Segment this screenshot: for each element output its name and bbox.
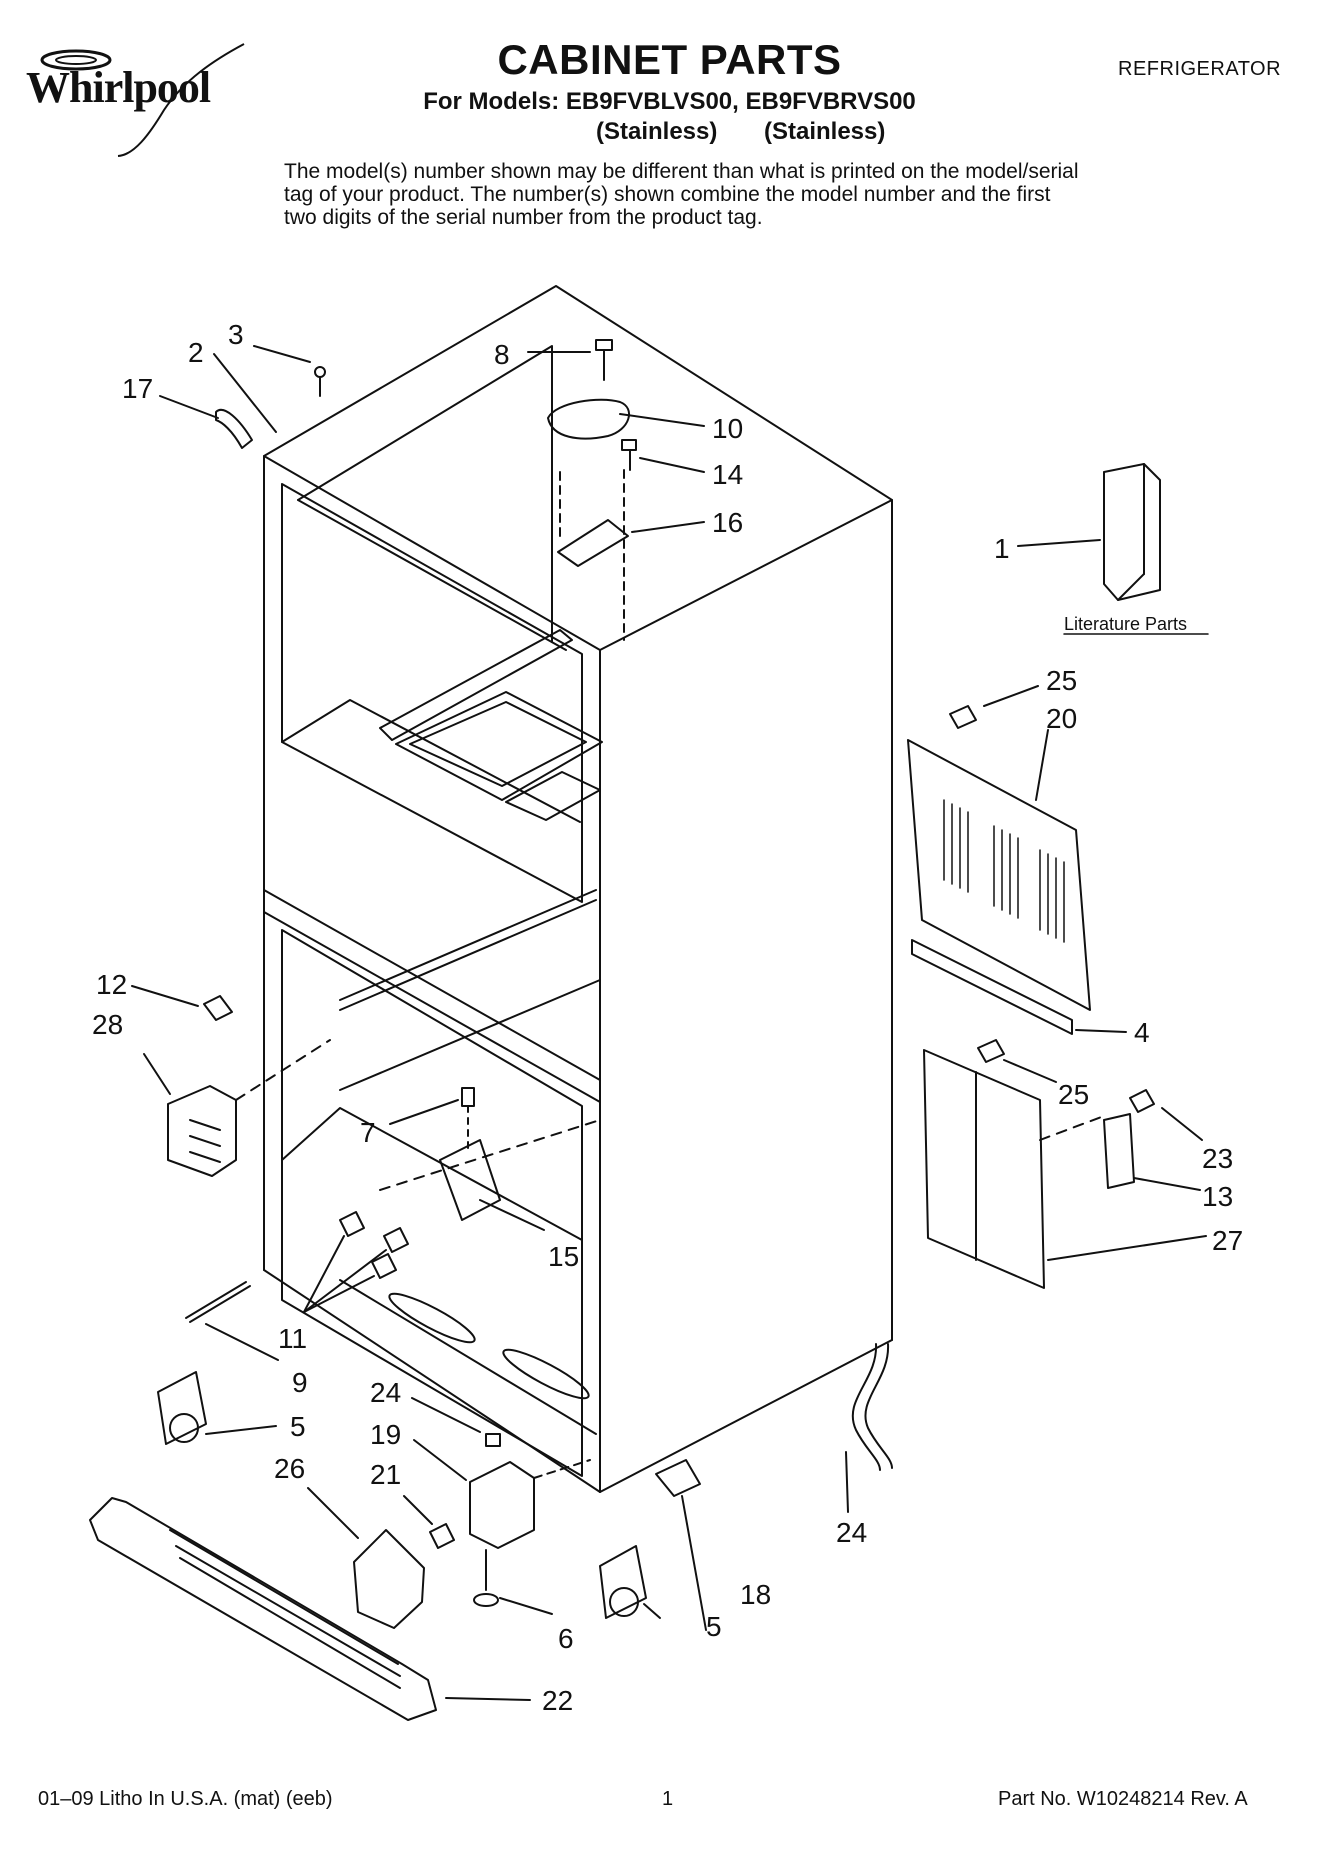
callout-15: 15 — [548, 1241, 579, 1272]
brand-logo — [14, 40, 264, 160]
callout-24-tube: 24 — [836, 1517, 867, 1548]
page-number: 1 — [662, 1788, 674, 1810]
callout-27: 27 — [1212, 1225, 1243, 1256]
callout-9: 8 — [494, 339, 510, 370]
callout-14: 14 — [712, 459, 743, 490]
callout-21: 20 — [1046, 703, 1077, 734]
disclaimer-text: The model(s) number shown may be differe… — [284, 160, 1079, 229]
cabinet-illustration — [89, 285, 1161, 1721]
literature-parts-label: Literature Parts — [1064, 614, 1187, 634]
callout-8: 9 — [292, 1367, 308, 1398]
finish-label-2: (Stainless) — [764, 118, 886, 145]
callout-4: 4 — [1134, 1017, 1150, 1048]
callout-22: 22 — [542, 1685, 573, 1716]
callout-20: 21 — [370, 1459, 401, 1490]
callout-16: 16 — [712, 507, 743, 538]
callout-leaders — [131, 345, 1207, 1701]
part-number: Part No. W10248214 Rev. A — [998, 1788, 1248, 1810]
print-info: 01–09 Litho In U.S.A. (mat) (eeb) — [38, 1788, 333, 1810]
brand-wordmark: Whirlpool — [26, 63, 211, 112]
callout-6: 6 — [558, 1623, 574, 1654]
callout-26: 26 — [274, 1453, 305, 1484]
callout-12: 12 — [96, 969, 127, 1000]
callout-3: 3 — [228, 319, 244, 350]
callout-5-right: 5 — [706, 1611, 722, 1642]
page-title: CABINET PARTS — [497, 36, 842, 83]
callout-1: 1 — [994, 533, 1010, 564]
callout-11: 11 — [278, 1323, 307, 1354]
callout-2: 2 — [188, 337, 204, 368]
callout-18: 18 — [740, 1579, 771, 1610]
callout-7: 7 — [360, 1117, 376, 1148]
callout-17: 17 — [122, 373, 153, 404]
callout-28: 28 — [92, 1009, 123, 1040]
callout-13: 13 — [1202, 1181, 1233, 1212]
finish-label-1: (Stainless) — [596, 118, 718, 145]
callout-25-upper: 25 — [1046, 665, 1077, 696]
callout-10: 10 — [712, 413, 743, 444]
callout-19: 19 — [370, 1419, 401, 1450]
whirlpool-swirl-icon — [40, 43, 245, 157]
callout-24-cap: 24 — [370, 1377, 401, 1408]
model-numbers: For Models: EB9FVBLVS00, EB9FVBRVS00 — [423, 88, 916, 115]
product-category: REFRIGERATOR — [1118, 58, 1282, 80]
callout-5-left: 5 — [290, 1411, 306, 1442]
callout-25-lower: 25 — [1058, 1079, 1089, 1110]
callout-23: 23 — [1202, 1143, 1233, 1174]
